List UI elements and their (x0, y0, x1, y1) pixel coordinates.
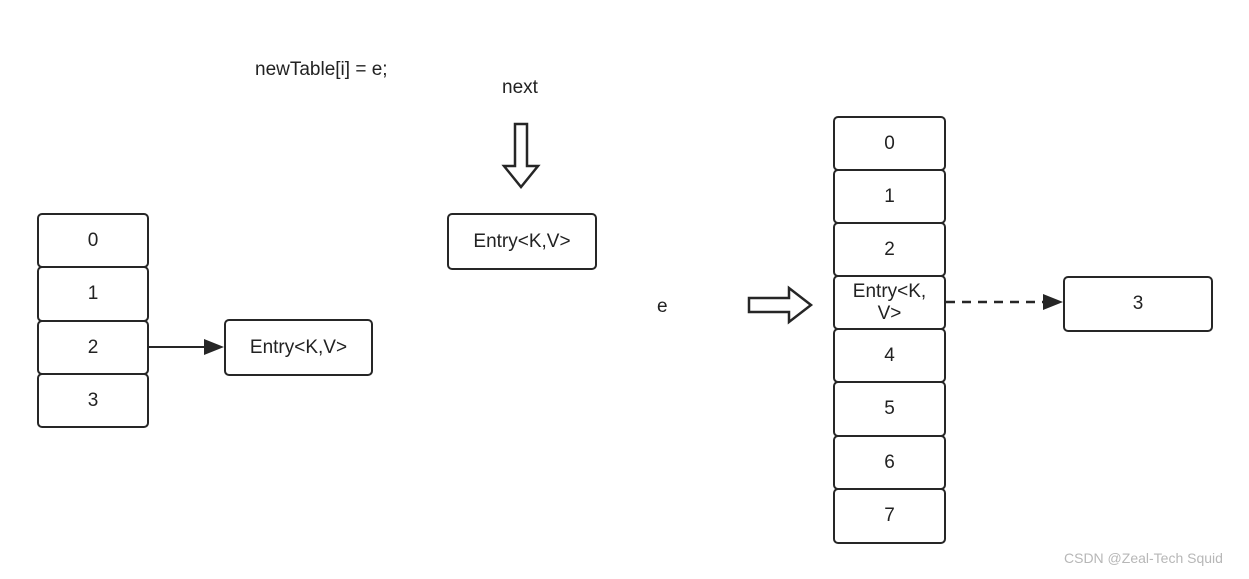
dashed-pointer-arrow (946, 294, 1063, 310)
next-down-arrow (501, 122, 541, 189)
new-table-slot-5: 5 (833, 381, 946, 437)
new-table-slot-0: 0 (833, 116, 946, 171)
new-side-node: 3 (1063, 276, 1213, 332)
old-table-slot-1: 1 (37, 266, 149, 322)
watermark-text: CSDN @Zeal-Tech Squid (1064, 550, 1223, 566)
next-label: next (502, 77, 538, 98)
old-table-slot-3: 3 (37, 373, 149, 428)
code-line-label: newTable[i] = e; (255, 59, 388, 80)
old-table-slot-0: 0 (37, 213, 149, 268)
pointer-arrow-old (149, 339, 224, 355)
e-right-arrow (747, 285, 814, 325)
e-label: e (657, 296, 668, 317)
old-entry-node: Entry<K,V> (224, 319, 373, 376)
new-table-slot-7: 7 (833, 488, 946, 544)
old-table-slot-2: 2 (37, 320, 149, 375)
next-entry-node: Entry<K,V> (447, 213, 597, 270)
